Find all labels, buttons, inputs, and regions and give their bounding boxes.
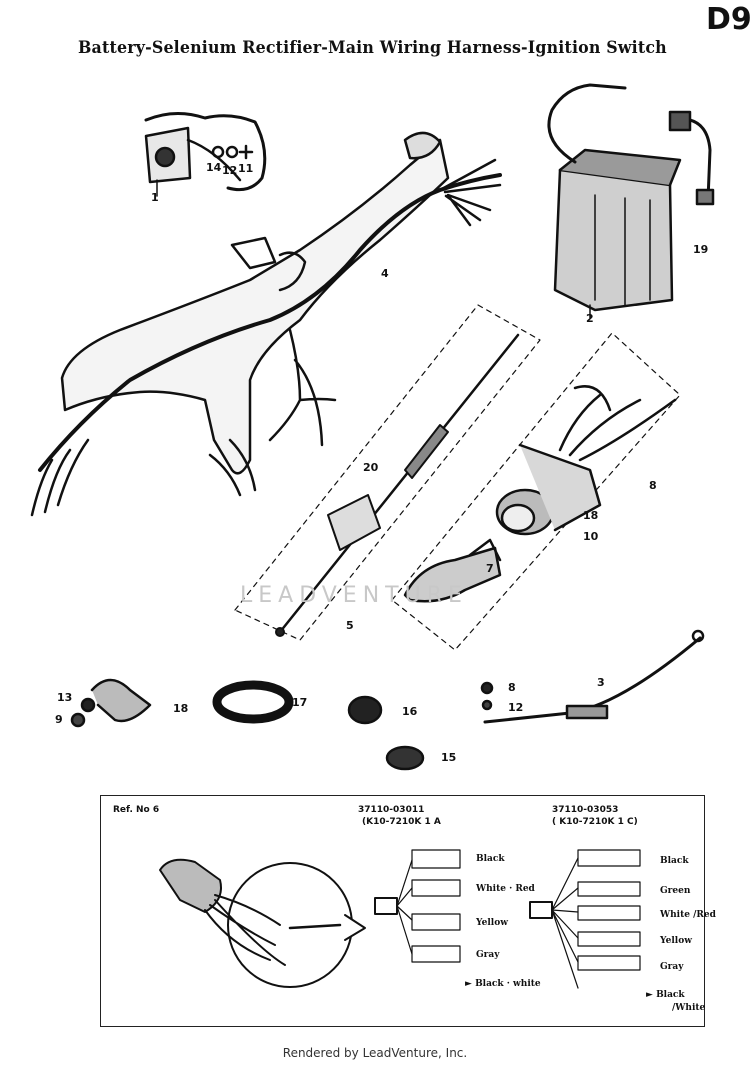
- inset-ref-label: Ref. No 6: [113, 805, 160, 815]
- callout-16: 16: [402, 705, 418, 718]
- callout-8: 8: [649, 479, 657, 492]
- part-b-wire-white-red: White /Red: [660, 910, 716, 920]
- callout-12b: 12: [508, 701, 524, 714]
- page-title: Battery-Selenium Rectifier-Main Wiring H…: [78, 38, 667, 58]
- part-a-wire-black: Black: [476, 854, 505, 864]
- callout-18b: 18: [173, 702, 189, 715]
- part-b-wire-black: ► Black: [646, 990, 685, 1000]
- callout-1: 1: [151, 191, 159, 204]
- callout-12: 12: [222, 164, 238, 177]
- callout-7: 7: [486, 562, 494, 575]
- footer-credit: Rendered by LeadVenture, Inc.: [282, 1046, 468, 1060]
- part-b-code: ( K10-7210K 1 C): [552, 817, 638, 827]
- callout-13: 13: [57, 691, 73, 704]
- callout-9: 9: [55, 713, 63, 726]
- part-a-number: 37110-03011: [358, 805, 425, 815]
- callout-3: 3: [597, 676, 605, 689]
- part-b-wire-black-text: Black: [656, 990, 685, 1000]
- callout-5: 5: [346, 619, 354, 632]
- callout-18: 18: [583, 509, 599, 522]
- part-a-code: (K10-7210K 1 A: [362, 817, 441, 827]
- part-b-wire-gray: Gray: [660, 962, 684, 972]
- callout-8b: 8: [508, 681, 516, 694]
- callout-14: 14: [206, 161, 222, 174]
- watermark: LEADVENTURE: [240, 583, 468, 608]
- callout-17: 17: [292, 696, 308, 709]
- part-a-wire-black-white: ► Black · white: [465, 979, 541, 989]
- callout-10: 10: [583, 530, 599, 543]
- callout-20: 20: [363, 461, 379, 474]
- callout-15: 15: [441, 751, 457, 764]
- main-wiring-harness-frame: [30, 131, 502, 517]
- callout-11: 11: [238, 162, 254, 175]
- ignition-switch-part: [403, 385, 677, 603]
- part-b-number: 37110-03053: [552, 805, 619, 815]
- callout-19: 19: [693, 243, 709, 256]
- callout-4: 4: [381, 267, 389, 280]
- part-a-wire-gray: Gray: [476, 950, 500, 960]
- part-a-wire-black-white-text: Black · white: [475, 979, 541, 989]
- part-b-wire-yellow: Yellow: [660, 936, 692, 946]
- small-hardware-parts: [70, 629, 705, 771]
- battery-part: [547, 83, 715, 319]
- part-b-wire-white: /White: [672, 1003, 706, 1013]
- wiring-inset-box: [100, 795, 705, 1027]
- part-a-wire-yellow: Yellow: [476, 918, 508, 928]
- callout-2: 2: [586, 312, 594, 325]
- part-b-wire-black: Black: [660, 856, 689, 866]
- cable-assembly-part: [275, 333, 520, 637]
- inset-switch-illustration: [159, 849, 641, 989]
- part-b-wire-green: Green: [660, 886, 691, 896]
- part-a-wire-white-red: White · Red: [476, 884, 535, 894]
- page-id: D9: [706, 2, 750, 37]
- selenium-rectifier-part: [144, 112, 267, 197]
